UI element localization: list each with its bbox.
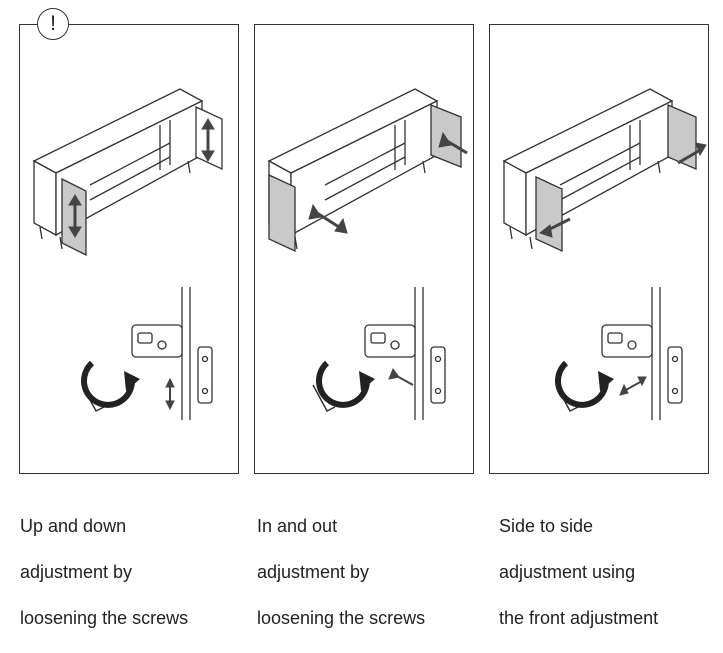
small-depth-arrow-icon xyxy=(388,367,414,386)
caption-vertical: Up and down adjustment by loosening the … xyxy=(20,492,250,653)
caption-line: adjustment by xyxy=(257,562,370,582)
caption-line: adjustment using xyxy=(499,562,636,582)
instruction-panel-depth xyxy=(254,24,474,474)
depth-arrow-icon xyxy=(308,131,468,234)
caption-line: loosening the screws xyxy=(257,608,426,628)
depth-adjustment-illustration xyxy=(267,88,468,420)
hinge-drawing xyxy=(131,287,213,420)
caption-line: adjustment by xyxy=(20,562,133,582)
vertical-arrow-icon xyxy=(68,118,215,238)
cabinet-drawing xyxy=(502,88,674,250)
lateral-arrow-icon xyxy=(538,142,707,238)
vertical-adjustment-illustration xyxy=(32,88,223,420)
right-door xyxy=(430,104,462,168)
caption-line: In and out xyxy=(257,516,338,536)
hex-key-icon xyxy=(312,384,336,412)
caption-depth: In and out adjustment by loosening the s… xyxy=(257,492,487,653)
caption-line: Up and down xyxy=(20,516,127,536)
caption-line: loosening the screws xyxy=(20,608,189,628)
left-door xyxy=(268,173,296,253)
left-door xyxy=(535,175,563,253)
caption-lateral: Side to side adjustment using the front … xyxy=(499,492,723,653)
lateral-adjustment-illustration xyxy=(502,88,707,420)
warning-icon: ! xyxy=(37,8,69,40)
rotate-arrow-icon xyxy=(555,360,614,408)
right-door xyxy=(667,104,697,170)
caption-line: the front adjustment xyxy=(499,608,659,628)
rotate-arrow-icon xyxy=(316,360,375,408)
rotate-arrow-icon xyxy=(81,360,140,408)
hinge-drawing xyxy=(601,287,683,420)
small-lateral-arrow-icon xyxy=(619,376,647,396)
instruction-panel-vertical xyxy=(19,24,239,474)
hinge-drawing xyxy=(364,287,446,420)
cabinet-drawing xyxy=(32,88,204,250)
caption-line: Side to side xyxy=(499,516,594,536)
instruction-panel-lateral xyxy=(489,24,709,474)
small-vertical-arrow-icon xyxy=(165,377,175,411)
